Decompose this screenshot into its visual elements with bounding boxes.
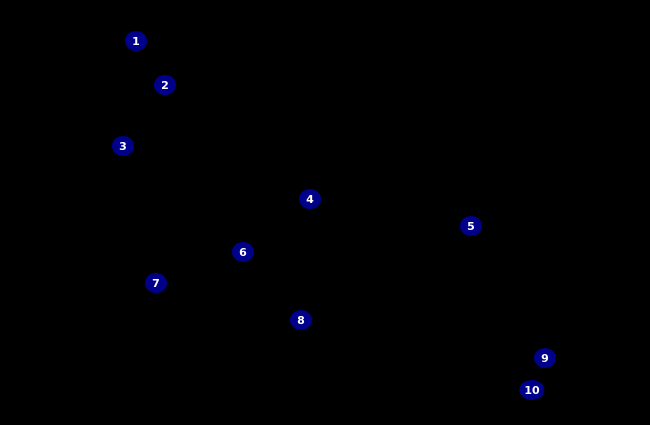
marker-badge-4[interactable]: 4	[299, 189, 321, 209]
marker-badge-2[interactable]: 2	[154, 75, 176, 95]
marker-badge-9[interactable]: 9	[534, 348, 556, 368]
marker-badge-6[interactable]: 6	[232, 242, 254, 262]
marker-badge-7[interactable]: 7	[145, 273, 167, 293]
marker-badge-10[interactable]: 10	[519, 380, 545, 400]
marker-badge-1[interactable]: 1	[125, 31, 147, 51]
marker-badge-5[interactable]: 5	[460, 216, 482, 236]
marker-badge-8[interactable]: 8	[290, 310, 312, 330]
marker-badge-3[interactable]: 3	[112, 136, 134, 156]
